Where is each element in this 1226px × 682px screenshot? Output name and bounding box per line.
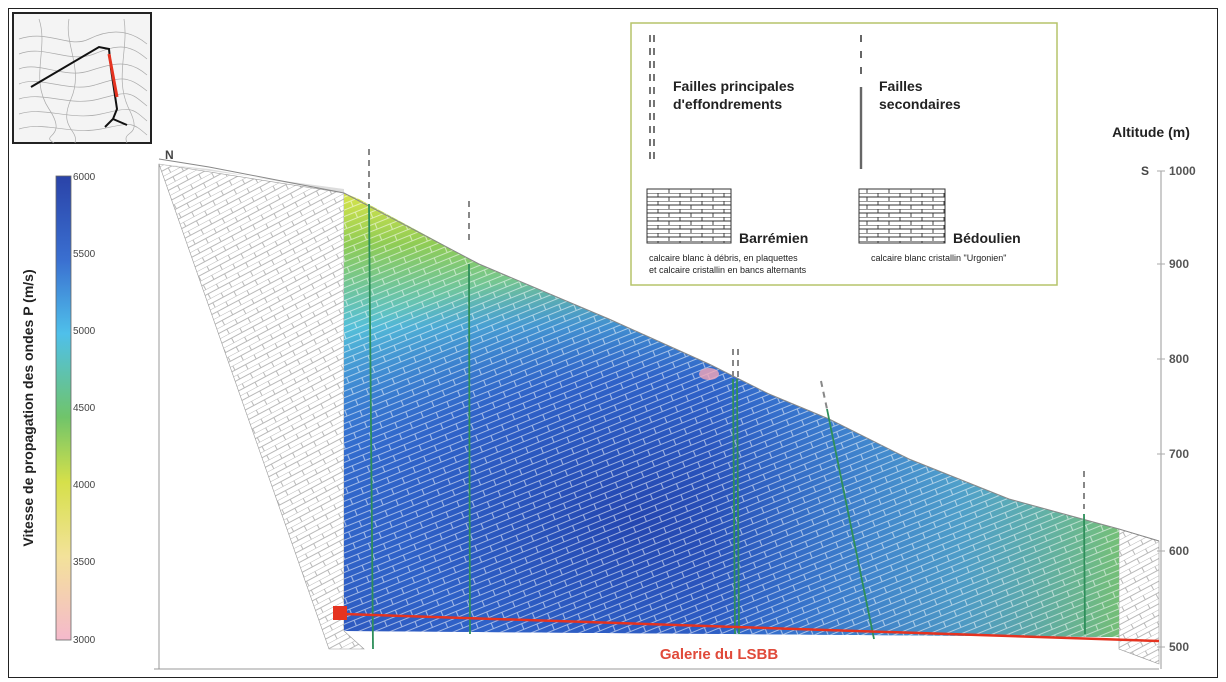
fault-main xyxy=(732,378,736,635)
main-fault-symbol xyxy=(649,35,655,163)
bedoulien-name: Bédoulien xyxy=(953,230,1021,246)
legend-main-faults-line2: d'effondrements xyxy=(673,96,782,112)
barremien-desc-line1: calcaire blanc à débris, en plaquettes xyxy=(649,253,798,263)
colorbar-tick: 4000 xyxy=(73,480,96,491)
fault-secondary xyxy=(1083,513,1086,635)
colorbar-tick: 3500 xyxy=(73,557,96,568)
barremien-name: Barrémien xyxy=(739,230,808,246)
altitude-tick: 500 xyxy=(1169,640,1189,654)
legend-main-faults-line1: Failles principales xyxy=(673,78,795,94)
fault-secondary xyxy=(368,203,374,650)
colorbar: Vitesse de propagation des ondes P (m/s)… xyxy=(20,172,96,646)
colorbar-tick: 3000 xyxy=(73,635,96,646)
fault-main xyxy=(736,378,740,635)
legend: Failles principales d'effondrements Fail… xyxy=(630,22,1058,286)
altitude-axis: Altitude (m) 1000 900 800 700 600 500 xyxy=(1112,124,1196,669)
north-label: N xyxy=(165,148,174,162)
topography-line xyxy=(158,158,1160,542)
colorbar-gradient xyxy=(55,175,72,641)
altitude-axis-title: Altitude (m) xyxy=(1112,124,1190,140)
barremien-swatch xyxy=(646,188,732,244)
figure-frame: Galerie du LSBB N S Altitude (m) 1000 90… xyxy=(8,8,1218,678)
barremien-desc-line2: et calcaire cristallin en bancs alternan… xyxy=(649,265,807,275)
faults xyxy=(368,203,1086,650)
south-label: S xyxy=(1141,164,1149,178)
grey-rock xyxy=(158,163,1160,665)
colorbar-tick: 4500 xyxy=(73,403,96,414)
colorbar-title: Vitesse de propagation des ondes P (m/s) xyxy=(20,269,36,546)
fault-secondary xyxy=(826,408,875,640)
colorbar-tick: 5000 xyxy=(73,326,96,337)
location-inset-map xyxy=(12,12,152,144)
altitude-tick: 700 xyxy=(1169,447,1189,461)
altitude-tick: 800 xyxy=(1169,352,1189,366)
gallery-label: Galerie du LSBB xyxy=(660,646,779,663)
legend-secondary-faults-line2: secondaires xyxy=(879,96,961,112)
legend-secondary-faults-line1: Failles xyxy=(879,78,923,94)
colorbar-tick: 6000 xyxy=(73,172,96,183)
geological-section: Galerie du LSBB N S Altitude (m) 1000 90… xyxy=(12,12,1196,670)
fault-extensions xyxy=(368,149,1085,509)
bedoulien-desc-line1: calcaire blanc cristallin "Urgonien" xyxy=(871,253,1006,263)
altitude-tick: 900 xyxy=(1169,257,1189,271)
fault-secondary xyxy=(468,263,471,635)
bedoulien-swatch xyxy=(858,188,946,244)
altitude-tick: 1000 xyxy=(1169,164,1196,178)
altitude-tick: 600 xyxy=(1169,544,1189,558)
gallery-line xyxy=(343,612,1160,643)
gallery-entrance-marker xyxy=(333,606,347,620)
colorbar-tick: 5500 xyxy=(73,249,96,260)
